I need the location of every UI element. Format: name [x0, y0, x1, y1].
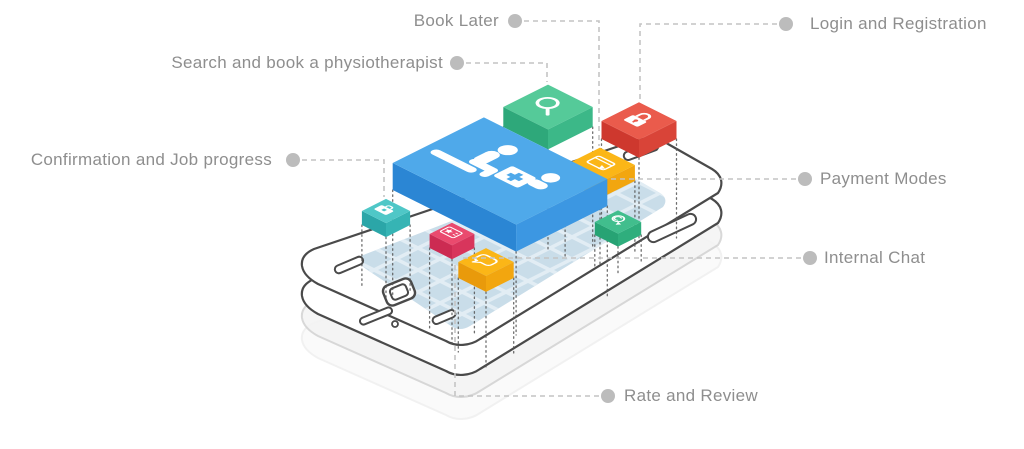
dot-payment: [798, 172, 812, 186]
speaker-pill: [646, 212, 698, 244]
tile-job-progress: [361, 198, 411, 238]
dot-login: [779, 17, 793, 31]
dot-book-later: [508, 14, 522, 28]
dot-rate: [601, 389, 615, 403]
leader-confirmation: [302, 159, 385, 197]
dot-confirmation: [286, 153, 300, 167]
briefcase-icon: [374, 205, 394, 215]
tile-main-screen: [392, 117, 608, 252]
tile-chat: [458, 248, 514, 292]
physiotherapy-care-icon: [430, 145, 561, 190]
home-button-inner: [388, 283, 410, 301]
label-rate: Rate and Review: [624, 386, 758, 405]
magnifier-icon: [535, 96, 560, 116]
label-book-later: Book Later: [413, 11, 499, 30]
tile-search: [503, 84, 593, 150]
speech-bubble-icon: [471, 254, 498, 266]
padlock-icon: [624, 112, 652, 127]
leader-lines: [302, 20, 801, 397]
leader-dots: [286, 14, 817, 403]
leader-book-later: [524, 20, 600, 146]
dot-search: [450, 56, 464, 70]
coin-hand-icon: [611, 215, 626, 225]
tile-review: [429, 222, 475, 260]
leader-rate: [454, 263, 599, 397]
label-login: Login and Registration: [810, 14, 987, 33]
label-confirmation: Confirmation and Job progress: [30, 150, 272, 169]
booking-card-hand-icon: [586, 155, 616, 171]
charging-port: [358, 306, 394, 326]
dot-chat: [803, 251, 817, 265]
leader-login: [639, 23, 777, 100]
label-search: Search and book a physiotherapist: [171, 53, 443, 72]
label-chat: Internal Chat: [824, 248, 926, 267]
star-review-icon: [439, 226, 463, 239]
mic-dot: [391, 320, 399, 328]
earpiece-pill: [333, 255, 365, 275]
tile-payment: [594, 210, 642, 247]
label-payment: Payment Modes: [820, 169, 947, 188]
tile-login: [601, 102, 677, 158]
leader-search: [466, 62, 548, 82]
